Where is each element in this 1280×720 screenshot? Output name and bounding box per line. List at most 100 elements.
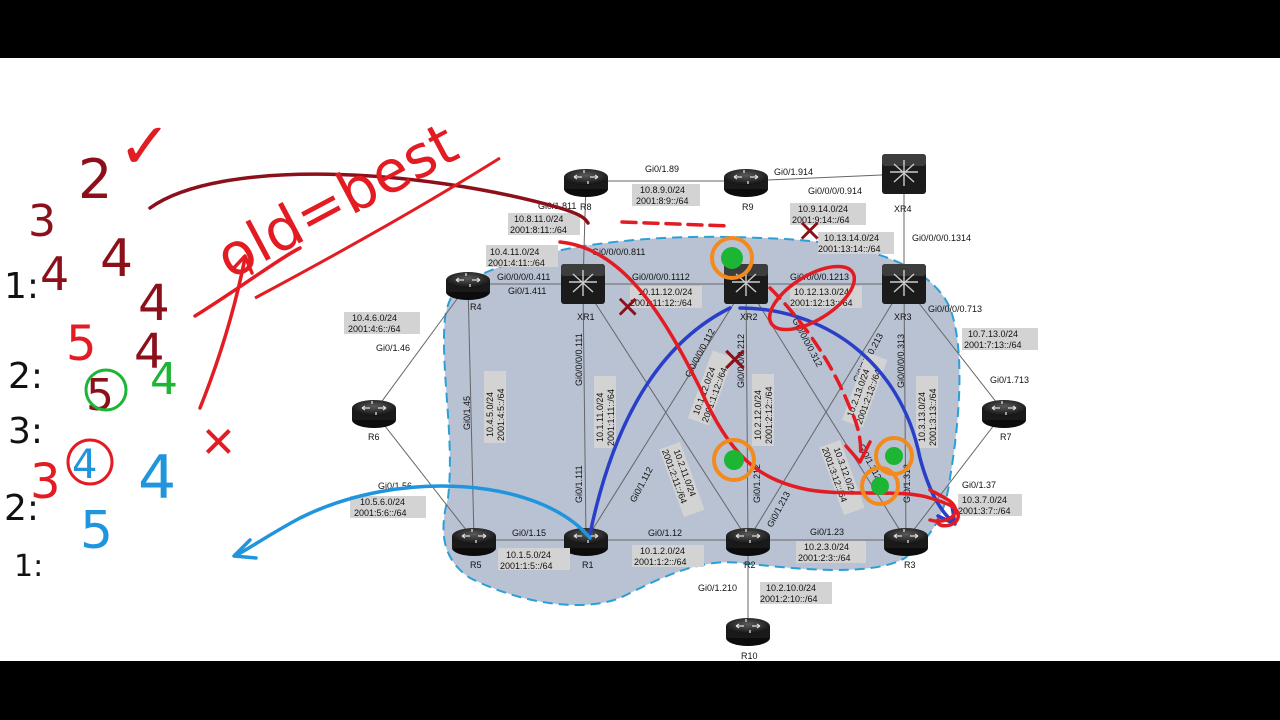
svg-text:Gi0/1.313: Gi0/1.313 [902, 464, 912, 503]
svg-text:2001:3:7::/64: 2001:3:7::/64 [958, 506, 1011, 516]
lightblue-arrow-r1 [233, 484, 592, 558]
svg-text:4: 4 [150, 354, 178, 405]
svg-text:3: 3 [30, 454, 61, 510]
router-r5[interactable]: R5 [451, 527, 497, 570]
router-r1[interactable]: R1 [563, 527, 609, 570]
router-r6[interactable]: R6 [351, 399, 397, 442]
svg-text:2001:2:10::/64: 2001:2:10::/64 [760, 594, 818, 604]
svg-text:R1: R1 [582, 560, 594, 570]
svg-text:R8: R8 [580, 202, 592, 212]
router-r4[interactable]: R4 [445, 271, 491, 312]
svg-text:2001:4:6::/64: 2001:4:6::/64 [348, 324, 401, 334]
router-xr3[interactable]: XR3 [881, 263, 927, 322]
svg-text:2001:4:5::/64: 2001:4:5::/64 [496, 388, 506, 441]
svg-text:Gi0/1.210: Gi0/1.210 [698, 583, 737, 593]
svg-text:10.12.13.0/24: 10.12.13.0/24 [794, 287, 849, 297]
svg-text:Gi0/1.212: Gi0/1.212 [752, 464, 762, 503]
svg-text:2001:11:12::/64: 2001:11:12::/64 [630, 298, 692, 308]
svg-text:4: 4 [72, 442, 97, 488]
red-dashed-xr1-xr2 [620, 220, 732, 228]
svg-text:Gi0/1.914: Gi0/1.914 [774, 167, 813, 177]
red-dashed-xr2-r3 [768, 286, 863, 460]
svg-text:4: 4 [138, 443, 176, 513]
svg-text:R2: R2 [744, 560, 756, 570]
svg-text:10.3.13.0/24: 10.3.13.0/24 [917, 392, 927, 442]
svg-text:Gi0/1.89: Gi0/1.89 [645, 164, 679, 174]
svg-text:10.4.6.0/24: 10.4.6.0/24 [352, 313, 397, 323]
svg-text:10.2.10.0/24: 10.2.10.0/24 [766, 583, 816, 593]
svg-text:2001:1:2::/64: 2001:1:2::/64 [634, 557, 687, 567]
svg-text:4: 4 [134, 324, 165, 380]
svg-text:Gi0/1.56: Gi0/1.56 [378, 481, 412, 491]
svg-text:Gi0/0/0/0.111: Gi0/0/0/0.111 [574, 333, 584, 386]
router-r10[interactable]: R10 [725, 617, 771, 661]
red-arrow-up-from-step [198, 256, 247, 410]
router-r2[interactable]: R2 [725, 527, 771, 570]
svg-text:2001:8:11::/64: 2001:8:11::/64 [510, 225, 567, 235]
router-xr1[interactable]: XR1 [560, 263, 606, 322]
darkred-arrow-old-best [148, 172, 590, 225]
svg-text:2001:2:12::/64: 2001:2:12::/64 [764, 386, 774, 444]
svg-text:Gi0/1.37: Gi0/1.37 [962, 480, 996, 490]
router-xr4[interactable]: XR4 [881, 153, 927, 214]
svg-text:10.13.14.0/24: 10.13.14.0/24 [824, 233, 879, 243]
svg-text:Gi0/1.23: Gi0/1.23 [810, 527, 844, 537]
svg-text:10.2.12.0/24: 10.2.12.0/24 [753, 390, 763, 440]
svg-text:2001:2:3::/64: 2001:2:3::/64 [798, 553, 851, 563]
router-r8[interactable]: R8 [563, 168, 609, 212]
red-arrowhead-up [230, 254, 254, 275]
svg-text:2001:8:9::/64: 2001:8:9::/64 [636, 196, 689, 206]
cross-step-3: × [202, 409, 235, 472]
cross-xr2-xr3: × [798, 209, 821, 253]
svg-text:Gi0/0/0/0.713: Gi0/0/0/0.713 [928, 304, 982, 314]
svg-text:2001:12:13::/64: 2001:12:13::/64 [790, 298, 853, 308]
highlight-circles [710, 236, 914, 506]
svg-text:Gi0/0/0/0.914: Gi0/0/0/0.914 [808, 186, 862, 196]
svg-text:Gi0/1.12: Gi0/1.12 [648, 528, 682, 538]
svg-text:2001:7:13::/64: 2001:7:13::/64 [964, 340, 1022, 350]
svg-text:10.1.11.0/24: 10.1.11.0/24 [595, 393, 605, 442]
router-r7[interactable]: R7 [981, 399, 1027, 442]
router-r9[interactable]: R9 [723, 168, 769, 212]
red-path-r4-r3 [558, 240, 960, 528]
cross-xr1-r2: × [616, 285, 639, 329]
svg-text:2001:3:13::/64: 2001:3:13::/64 [928, 388, 938, 446]
svg-text:R4: R4 [470, 302, 482, 312]
svg-text:R5: R5 [470, 560, 482, 570]
svg-text:2001:4:11::/64: 2001:4:11::/64 [488, 258, 545, 268]
blue-path-xr2-r1 [588, 306, 732, 536]
svg-text:XR1: XR1 [577, 312, 595, 322]
svg-text:2:: 2: [4, 488, 39, 529]
svg-text:10.7.13.0/24: 10.7.13.0/24 [968, 329, 1018, 339]
svg-text:2001:9:14::/64: 2001:9:14::/64 [792, 215, 850, 225]
svg-text:2001:1:5::/64: 2001:1:5::/64 [500, 561, 553, 571]
router-r3[interactable]: R3 [883, 527, 929, 570]
checkmark: ✓ [118, 110, 172, 184]
svg-text:Gi0/0/0/0.1213: Gi0/0/0/0.1213 [790, 272, 849, 282]
svg-text:Gi0/1.713: Gi0/1.713 [990, 375, 1029, 385]
svg-text:3: 3 [28, 196, 56, 247]
svg-text:XR4: XR4 [894, 204, 912, 214]
svg-text:10.9.14.0/24: 10.9.14.0/24 [798, 204, 848, 214]
svg-text:Gi0/0/0/0.1112: Gi0/0/0/0.1112 [632, 272, 690, 282]
cross-marks: × × × × [202, 209, 821, 472]
svg-text:4: 4 [40, 247, 69, 301]
svg-text:Gi0/0/0/0.1314: Gi0/0/0/0.1314 [912, 233, 971, 243]
svg-text:10.11.12.0/24: 10.11.12.0/24 [638, 287, 692, 297]
red-ellipse [767, 264, 857, 332]
svg-text:Gi0/1.45: Gi0/1.45 [462, 396, 472, 430]
svg-text:2001:13:14::/64: 2001:13:14::/64 [818, 244, 881, 254]
svg-text:10.4.11.0/24: 10.4.11.0/24 [490, 247, 539, 257]
svg-text:4: 4 [100, 229, 133, 289]
router-xr2[interactable]: XR2 [723, 263, 769, 322]
svg-text:1:: 1: [14, 549, 43, 584]
